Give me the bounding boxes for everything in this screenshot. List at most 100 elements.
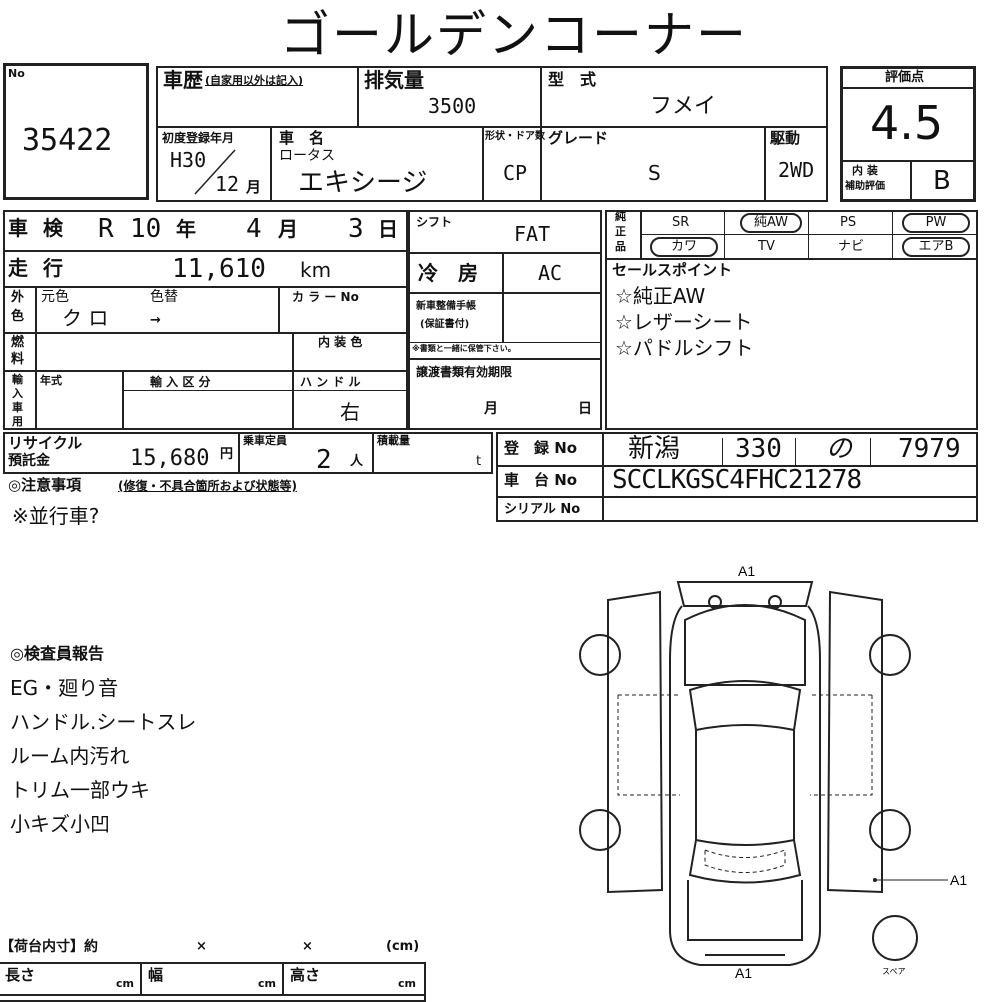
- page-title: ゴールデンコーナー: [280, 6, 748, 64]
- cargo-unit: (cm): [386, 939, 420, 954]
- lot-number-label: No: [8, 67, 25, 80]
- inspection-year: 10: [130, 214, 162, 244]
- left-middle-table: [3, 210, 408, 430]
- import-label-2: 入: [12, 387, 23, 400]
- cargo-width-label: 幅: [148, 966, 164, 984]
- inspector-item-2: ハンドル.シートスレ: [10, 710, 197, 734]
- interior-score-label-2: 補助評価: [845, 181, 885, 192]
- shape-doors-label: 形状・ドア数: [485, 131, 545, 142]
- notes-text: ※並行車?: [12, 504, 100, 528]
- transfer-docs-day: 日: [578, 401, 592, 417]
- fuel-label-1: 燃: [11, 335, 25, 350]
- cargo-width-unit: cm: [258, 977, 276, 990]
- first-reg-slash: [194, 149, 236, 195]
- new-car-manual-note: ※書類と一緒に保管下さい。: [412, 344, 516, 353]
- history-label: 車歴: [163, 68, 203, 92]
- sales-points-label: セールスポイント: [612, 261, 733, 279]
- first-reg-year: H30: [170, 148, 207, 172]
- inspection-year-unit: 年: [176, 217, 196, 241]
- color-change-value: →: [150, 313, 161, 328]
- registration-class: 330: [735, 434, 782, 464]
- model-type-value: フメイ: [650, 94, 717, 119]
- inspection-era: R: [98, 214, 114, 244]
- lot-number-value: 35422: [22, 123, 113, 158]
- serial-label: シリアル No: [504, 502, 581, 517]
- capacity-unit: 人: [350, 454, 364, 469]
- load-label: 積載量: [377, 434, 410, 447]
- color-change-label: 色替: [150, 289, 178, 305]
- first-reg-month-unit: 月: [246, 178, 262, 196]
- equip-ps: PS: [840, 215, 857, 230]
- cargo-length-unit: cm: [116, 977, 134, 990]
- capacity-label: 乗車定員: [243, 434, 287, 447]
- score-value: 4.5: [870, 96, 944, 150]
- first-reg-label: 初度登録年月: [162, 131, 235, 145]
- equip-navi: ナビ: [838, 239, 865, 254]
- equip-airbag: エアB: [902, 237, 970, 257]
- import-year-label: 年式: [40, 374, 62, 387]
- interior-color-label: 内 装 色: [318, 335, 363, 349]
- equipment-label-3: 品: [615, 240, 626, 253]
- car-maker: ロータス: [279, 148, 335, 164]
- recycle-label-1: リサイクル: [8, 434, 83, 452]
- center-middle-table: [408, 210, 602, 430]
- import-category-label: 輸 入 区 分: [150, 375, 211, 389]
- cargo-length-label: 長さ: [5, 966, 36, 984]
- grade-label: グレード: [548, 129, 609, 147]
- equip-leather: カワ: [650, 237, 718, 257]
- inspector-item-4: トリム一部ウキ: [10, 778, 150, 802]
- displacement-value: 3500: [428, 94, 477, 118]
- car-name-value: エキシージ: [298, 168, 428, 198]
- fuel-label-2: 料: [11, 352, 25, 367]
- inspection-label: 車 検: [8, 216, 67, 240]
- diagram-mark-top: A1: [738, 563, 755, 579]
- inspection-day-unit: 日: [378, 217, 398, 241]
- chassis-value: SCCLKGSC4FHC21278: [612, 465, 862, 495]
- model-type-label: 型 式: [548, 70, 597, 89]
- drive-value: 2WD: [778, 158, 815, 182]
- inspector-item-5: 小キズ小凹: [10, 812, 110, 836]
- grade-value: S: [648, 161, 661, 185]
- registration-number: 7979: [898, 434, 961, 464]
- cargo-x2: ×: [302, 939, 313, 954]
- recycle-label-2: 預託金: [8, 453, 50, 469]
- cargo-table: [0, 962, 426, 1002]
- car-name-label: 車 名: [279, 129, 325, 147]
- new-car-manual-label-1: 新車整備手帳: [416, 301, 476, 312]
- cargo-height-unit: cm: [398, 977, 416, 990]
- aircon-label: 冷 房: [418, 261, 478, 285]
- inspection-month: 4: [246, 214, 262, 244]
- shift-label: シフト: [416, 215, 453, 229]
- notes-sub: (修復・不具合箇所および状態等): [118, 479, 297, 493]
- equip-sr: SR: [672, 215, 690, 230]
- original-color-label: 元色: [41, 289, 69, 305]
- cargo-label: 【荷台内寸】約: [0, 939, 98, 955]
- handle-label: ハ ン ド ル: [300, 375, 361, 389]
- sales-point-3: ☆パドルシフト: [615, 336, 754, 360]
- inspector-item-3: ルーム内汚れ: [10, 744, 130, 768]
- diagram-mark-right: A1: [950, 872, 967, 888]
- sales-point-2: ☆レザーシート: [615, 310, 753, 334]
- inspector-item-1: EG・廻り音: [10, 676, 119, 700]
- drive-label: 駆動: [770, 129, 801, 147]
- aircon-value: AC: [538, 261, 563, 285]
- score-label: 評価点: [885, 70, 925, 85]
- equip-tv: TV: [758, 239, 775, 254]
- registration-kana: の: [826, 434, 853, 464]
- cargo-x1: ×: [196, 939, 207, 954]
- transfer-docs-month: 月: [484, 401, 498, 417]
- capacity-value: 2: [316, 445, 332, 475]
- sales-point-1: ☆純正AW: [615, 284, 706, 308]
- notes-label: ◎注意事項: [8, 476, 82, 494]
- spare-label: スペア: [882, 967, 905, 976]
- first-reg-month: 12: [215, 172, 240, 196]
- recycle-unit: 円: [220, 447, 234, 462]
- original-color-value: ク ロ: [62, 306, 109, 330]
- import-label-4: 用: [12, 415, 23, 428]
- mileage-unit: km: [300, 258, 332, 282]
- displacement-label: 排気量: [364, 68, 424, 92]
- diagram-mark-bottom: A1: [735, 965, 752, 981]
- recycle-table: [3, 432, 493, 474]
- registration-region: 新潟: [628, 434, 681, 464]
- inspection-day: 3: [348, 214, 364, 244]
